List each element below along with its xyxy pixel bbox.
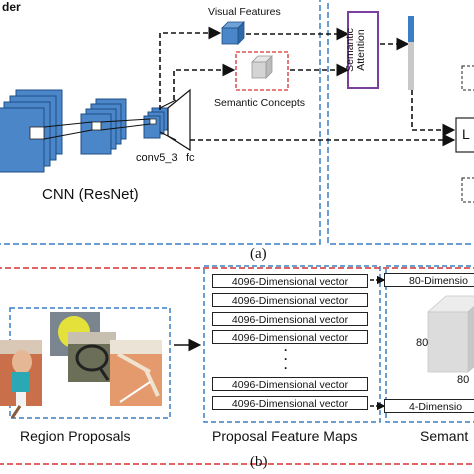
caption-b: (b) — [250, 454, 268, 470]
semantic-concepts-label: Semantic Concepts — [214, 97, 306, 109]
vector-box-5: 4096-Dimensional vector — [212, 377, 368, 391]
cube-label-left: 80 — [416, 337, 429, 349]
semantic-box — [385, 265, 474, 423]
output-box-top — [461, 65, 474, 91]
bottom-right-vector: 4-Dimensio — [384, 399, 474, 413]
vector-box-3: 4096-Dimensional vector — [212, 312, 368, 326]
semantic-attention-line2: Attention — [355, 29, 367, 71]
visual-features-label: Visual Features — [208, 6, 281, 18]
projection-lines — [43, 118, 151, 140]
proposal-feature-maps-box — [203, 265, 381, 423]
fc-label: fc — [186, 152, 195, 164]
vector-box-6: 4096-Dimensional vector — [212, 396, 368, 410]
cnn-layer-stack-2 — [80, 98, 127, 155]
cnn-label: CNN (ResNet) — [42, 186, 139, 203]
fc-layer — [167, 88, 191, 152]
semantic-attention-box — [347, 11, 379, 89]
conv-label: conv5_3 — [136, 152, 178, 164]
semantic-attention-label: Semantic Attention — [344, 27, 367, 73]
semantic-cube — [426, 295, 474, 373]
encoder-header-fragment: der — [2, 0, 21, 14]
semantic-concepts-cube — [251, 55, 273, 79]
panel-b-frame — [0, 267, 474, 465]
panel-a-arrows — [159, 26, 456, 147]
cube-label-bottom: 80 — [457, 374, 470, 386]
attention-bar-top — [408, 16, 414, 42]
vector-box-1: 4096-Dimensional vector — [212, 274, 368, 288]
proposal-feature-maps-label: Proposal Feature Maps — [212, 428, 358, 444]
vector-box-4: 4096-Dimensional vector — [212, 330, 368, 344]
output-box-bottom — [461, 177, 474, 203]
lstm-box — [455, 117, 474, 153]
attention-bar-bottom — [408, 42, 414, 90]
semantic-label-fragment: Semant — [420, 428, 469, 444]
lstm-label-fragment: L — [462, 126, 470, 142]
vector-ellipsis: · · · — [284, 343, 288, 375]
vector-box-2: 4096-Dimensional vector — [212, 293, 368, 307]
visual-features-cube — [221, 21, 245, 45]
cnn-layer-stack-3 — [143, 107, 169, 139]
cnn-layer-stack-1 — [0, 89, 63, 173]
top-right-vector: 80-Dimensio — [384, 273, 474, 287]
encoder-frame — [0, 0, 321, 245]
caption-a: (a) — [250, 246, 267, 262]
region-proposal-images — [0, 312, 162, 419]
decoder-frame — [327, 0, 474, 245]
region-proposals-label: Region Proposals — [20, 428, 131, 444]
semantic-concepts-box — [235, 51, 289, 91]
